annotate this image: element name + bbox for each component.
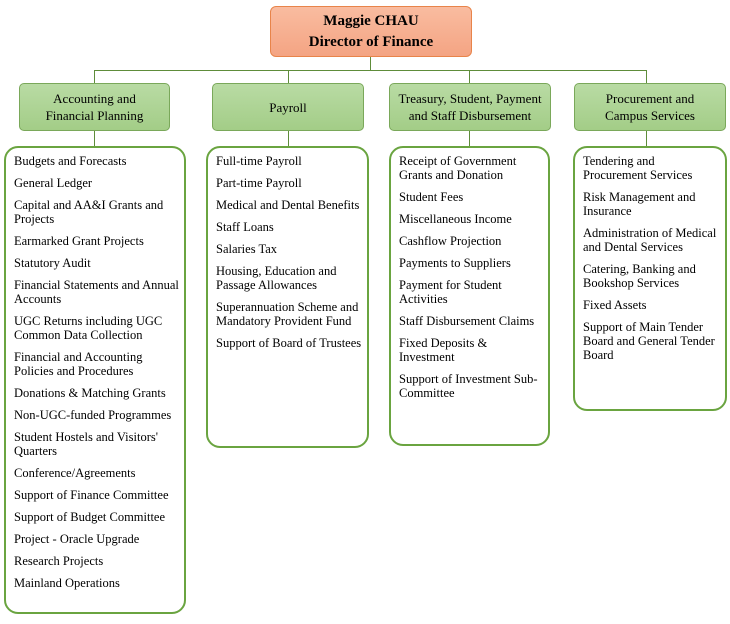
function-item: Part-time Payroll	[216, 176, 302, 190]
dept-label-line: Financial Planning	[45, 108, 144, 123]
function-item: Support of Board of Trustees	[216, 336, 362, 350]
function-item: Salaries Tax	[216, 242, 278, 256]
dept-payroll-header: Payroll	[212, 83, 364, 131]
connector-box-3	[469, 131, 470, 147]
function-item: Cashflow Projection	[399, 234, 502, 248]
function-item: Receipt of Government Grants and Donatio…	[399, 154, 517, 182]
function-item: Donations & Matching Grants	[14, 386, 166, 400]
director-name: Maggie CHAU	[323, 12, 419, 29]
function-item: Conference/Agreements	[14, 466, 136, 480]
dept-label-line: Treasury, Student, Payment	[398, 91, 542, 106]
function-item: Housing, Education and Passage Allowance…	[216, 264, 337, 292]
connector-box-4	[646, 131, 647, 147]
function-item: Support of Finance Committee	[14, 488, 169, 502]
connector-horizontal	[94, 70, 646, 71]
function-item: Fixed Assets	[583, 298, 647, 312]
function-item: Payment for Student Activities	[399, 278, 502, 306]
function-item: Catering, Banking and Bookshop Services	[583, 262, 696, 290]
connector-dept-1	[94, 70, 95, 83]
function-item: Research Projects	[14, 554, 104, 568]
function-item: Fixed Deposits & Investment	[399, 336, 488, 364]
dept-treasury-functions: Receipt of Government Grants and Donatio…	[389, 146, 550, 446]
function-item: Earmarked Grant Projects	[14, 234, 144, 248]
function-item: Superannuation Scheme and Mandatory Prov…	[216, 300, 359, 328]
function-item: Mainland Operations	[14, 576, 120, 590]
connector-dept-3	[469, 70, 470, 83]
dept-label-line: Accounting and	[53, 91, 136, 106]
director-title: Director of Finance	[308, 33, 434, 50]
function-item: Capital and AA&I Grants and Projects	[14, 198, 164, 226]
function-item: Non-UGC-funded Programmes	[14, 408, 172, 422]
function-item: Student Fees	[399, 190, 464, 204]
dept-label-line: Campus Services	[605, 108, 695, 123]
function-item: Staff Loans	[216, 220, 274, 234]
connector-director-down	[370, 57, 371, 70]
function-item: Full-time Payroll	[216, 154, 302, 168]
function-item: Tendering and Procurement Services	[583, 154, 693, 182]
function-item: Support of Investment Sub-Committee	[399, 372, 538, 400]
director-node: Maggie CHAU Director of Finance	[270, 6, 472, 57]
dept-label-line: Payroll	[269, 99, 307, 115]
function-item: Medical and Dental Benefits	[216, 198, 360, 212]
function-item: General Ledger	[14, 176, 93, 190]
connector-box-2	[288, 131, 289, 147]
dept-treasury-header: Treasury, Student, Payment and Staff Disb…	[389, 83, 551, 131]
connector-dept-2	[288, 70, 289, 83]
dept-label-line: Procurement and	[605, 91, 695, 106]
function-item: Budgets and Forecasts	[14, 154, 127, 168]
function-item: Risk Management and Insurance	[583, 190, 696, 218]
function-item: Financial Statements and Annual Accounts	[14, 278, 179, 306]
dept-label-line: and Staff Disbursement	[408, 108, 532, 123]
dept-label: Treasury, Student, Payment and Staff Disb…	[398, 90, 541, 124]
function-item: Miscellaneous Income	[399, 212, 512, 226]
connector-dept-4	[646, 70, 647, 83]
dept-label: Payroll	[269, 99, 307, 116]
function-item: UGC Returns including UGC Common Data Co…	[14, 314, 163, 342]
function-item: Financial and Accounting Policies and Pr…	[14, 350, 143, 378]
function-item: Support of Main Tender Board and General…	[583, 320, 715, 362]
function-item: Support of Budget Committee	[14, 510, 166, 524]
function-item: Statutory Audit	[14, 256, 91, 270]
function-item: Payments to Suppliers	[399, 256, 511, 270]
function-item: Staff Disbursement Claims	[399, 314, 535, 328]
connector-box-1	[94, 131, 95, 147]
function-item: Student Hostels and Visitors' Quarters	[14, 430, 158, 458]
function-item: Project - Oracle Upgrade	[14, 532, 140, 546]
function-item: Administration of Medical and Dental Ser…	[583, 226, 717, 254]
